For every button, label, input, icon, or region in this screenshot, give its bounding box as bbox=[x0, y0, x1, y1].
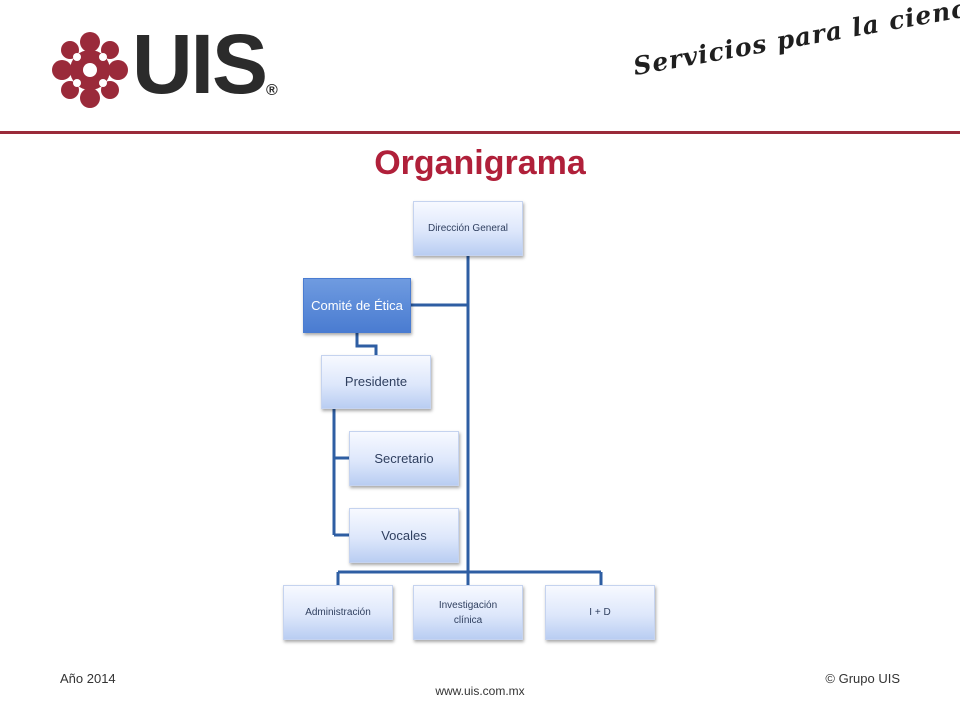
header-divider bbox=[0, 131, 960, 134]
logo-registered-mark: ® bbox=[266, 82, 278, 99]
connector-assistant-head bbox=[355, 333, 378, 355]
org-node-committee-member: Secretario bbox=[349, 431, 459, 486]
slide-title: Organigrama bbox=[374, 144, 586, 182]
org-node-department: Investigación clínica bbox=[413, 585, 523, 640]
slide-header: UIS ® Servicios para la ciencia® bbox=[0, 0, 960, 135]
org-node-root: Dirección General bbox=[413, 201, 523, 256]
org-node-committee-member: Vocales bbox=[349, 508, 459, 563]
org-node-assistant: Comité de Ética bbox=[303, 278, 411, 333]
uis-logo-icon bbox=[52, 32, 128, 108]
footer-copyright: © Grupo UIS bbox=[825, 671, 900, 686]
org-node-committee-head: Presidente bbox=[321, 355, 431, 409]
org-node-department: I + D bbox=[545, 585, 655, 640]
org-node-department: Administración bbox=[283, 585, 393, 640]
logo-text: UIS bbox=[132, 17, 268, 111]
footer-website: www.uis.com.mx bbox=[435, 684, 525, 698]
footer-year: Año 2014 bbox=[60, 671, 116, 686]
